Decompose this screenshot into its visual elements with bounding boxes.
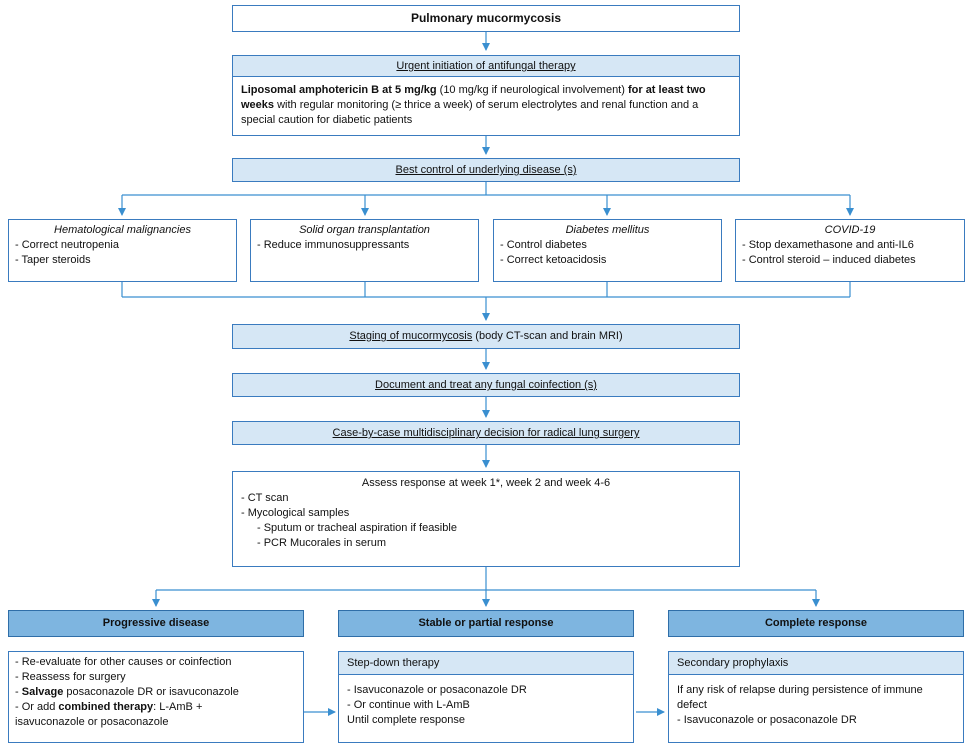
complete-item: - Isavuconazole or posaconazole DR [677, 714, 857, 726]
surgery-label: Case-by-case multidisciplinary decision … [332, 427, 640, 439]
progressive-line: - Or add combined therapy: L-AmB + [15, 700, 297, 715]
salvage-label: Salvage [21, 686, 64, 698]
antifungal-drug: Liposomal amphotericin B at 5 mg/kg [241, 84, 437, 96]
underlying-header-text: Best control of underlying disease (s) [395, 164, 577, 176]
coinfection-label: Document and treat any fungal coinfectio… [375, 379, 597, 391]
stable-item: Until complete response [347, 714, 466, 726]
assess-title: Assess response at week 1*, week 2 and w… [361, 477, 611, 489]
salvage-text: posaconazole DR or isavuconazole [63, 686, 239, 698]
condition-item: - Control steroid – induced diabetes [742, 254, 916, 266]
condition-title: Solid organ transplantation [299, 224, 430, 236]
antifungal-rest: with regular monitoring (≥ thrice a week… [241, 99, 699, 126]
condition-item: - Correct neutropenia [15, 239, 119, 251]
combined-text: : L-AmB + [153, 701, 203, 713]
complete-header-text: Complete response [764, 617, 868, 629]
page-title: Pulmonary mucormycosis [410, 11, 562, 25]
antifungal-header: Urgent initiation of antifungal therapy [232, 55, 740, 77]
complete-subheader: Secondary prophylaxis [669, 652, 963, 675]
condition-item: - Control diabetes [500, 239, 587, 251]
assess-item: - CT scan [241, 492, 289, 504]
staging-label: Staging of mucormycosis [349, 330, 473, 342]
stable-item: - Or continue with L-AmB [347, 699, 470, 711]
assess-subitem: - Sputum or tracheal aspiration if feasi… [257, 522, 457, 534]
assess-box: Assess response at week 1*, week 2 and w… [232, 471, 740, 567]
stable-body: Step-down therapy - Isavuconazole or pos… [338, 651, 634, 743]
condition-item: - Correct ketoacidosis [500, 254, 607, 266]
progressive-header: Progressive disease [8, 610, 304, 637]
title-box: Pulmonary mucormycosis [232, 5, 740, 32]
progressive-header-text: Progressive disease [102, 617, 210, 629]
complete-body: Secondary prophylaxis If any risk of rel… [668, 651, 964, 743]
condition-title: Hematological malignancies [54, 224, 191, 236]
condition-hematological: Hematological malignancies - Correct neu… [8, 219, 237, 282]
assess-subitem: - PCR Mucorales in serum [257, 537, 386, 549]
progressive-line: - Salvage posaconazole DR or isavuconazo… [15, 686, 239, 698]
stable-header-text: Stable or partial response [418, 617, 554, 629]
condition-title: COVID-19 [824, 224, 876, 236]
condition-transplant: Solid organ transplantation - Reduce imm… [250, 219, 479, 282]
underlying-header: Best control of underlying disease (s) [232, 158, 740, 182]
surgery-box: Case-by-case multidisciplinary decision … [232, 421, 740, 445]
complete-header: Complete response [668, 610, 964, 637]
progressive-body: - Re-evaluate for other causes or coinfe… [8, 651, 304, 743]
antifungal-neuro: (10 mg/kg if neurological involvement) [436, 84, 628, 96]
coinfection-box: Document and treat any fungal coinfectio… [232, 373, 740, 397]
condition-item: - Stop dexamethasone and anti-IL6 [742, 239, 914, 251]
condition-title: Diabetes mellitus [565, 224, 650, 236]
progressive-line: isavuconazole or posaconazole [15, 716, 169, 728]
complete-item: If any risk of relapse during persistenc… [677, 684, 923, 711]
progressive-line: - Re-evaluate for other causes or coinfe… [15, 656, 232, 668]
staging-box: Staging of mucormycosis (body CT-scan an… [232, 324, 740, 349]
stable-header: Stable or partial response [338, 610, 634, 637]
combined-prefix: - Or add [15, 701, 59, 713]
condition-item: - Taper steroids [15, 254, 91, 266]
staging-detail: (body CT-scan and brain MRI) [472, 330, 623, 342]
antifungal-duration: for at least two weeks [241, 84, 706, 111]
antifungal-header-text: Urgent initiation of antifungal therapy [396, 60, 576, 72]
condition-diabetes: Diabetes mellitus - Control diabetes - C… [493, 219, 722, 282]
stable-subheader: Step-down therapy [339, 652, 633, 675]
condition-item: - Reduce immunosuppressants [257, 239, 410, 251]
progressive-line: - Reassess for surgery [15, 671, 126, 683]
stable-item: - Isavuconazole or posaconazole DR [347, 684, 527, 696]
antifungal-body: Liposomal amphotericin B at 5 mg/kg (10 … [232, 76, 740, 136]
combined-label: combined therapy [58, 701, 154, 713]
condition-covid: COVID-19 - Stop dexamethasone and anti-I… [735, 219, 965, 282]
assess-item: - Mycological samples [241, 507, 350, 519]
